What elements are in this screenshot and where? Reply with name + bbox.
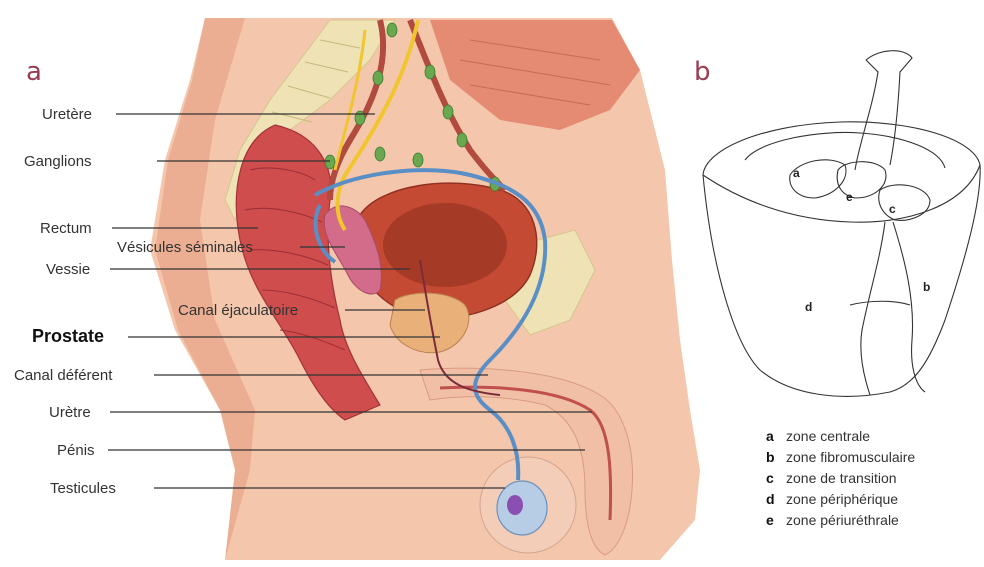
legend-key-e: e	[766, 512, 774, 528]
label-ganglions: Ganglions	[24, 153, 92, 170]
label-rectum: Rectum	[40, 220, 92, 237]
legend-key-a: a	[766, 428, 774, 444]
prostate-zonal-sketch	[703, 51, 980, 397]
legend-item-b: b zone fibromusculaire	[766, 449, 915, 465]
label-canal-ejaculatoire: Canal éjaculatoire	[178, 302, 298, 319]
label-prostate: Prostate	[32, 326, 104, 346]
sketch-divider-3	[850, 301, 910, 305]
label-vessie: Vessie	[46, 261, 90, 278]
legend-item-c: c zone de transition	[766, 470, 897, 486]
label-testicules: Testicules	[50, 480, 116, 497]
sketch-urethral-tube	[866, 51, 912, 165]
bladder-lumen	[383, 203, 507, 287]
legend-key-c: c	[766, 470, 774, 486]
sketch-inner-rim	[745, 132, 945, 168]
sketch-divider-2	[893, 222, 925, 392]
legend-text-e: zone périuréthrale	[786, 512, 899, 528]
zone-letter-e: e	[846, 190, 853, 204]
zone-letter-a: a	[793, 166, 800, 180]
label-canal-deferent: Canal déférent	[14, 367, 113, 384]
epididymis	[507, 495, 523, 515]
panel-b-letter: b	[694, 57, 711, 87]
legend-item-e: e zone périuréthrale	[766, 512, 899, 528]
legend-item-a: a zone centrale	[766, 428, 870, 444]
label-vesicules-seminales: Vésicules séminales	[117, 239, 253, 256]
label-penis: Pénis	[57, 442, 95, 459]
sketch-zone-transition	[879, 185, 930, 221]
sketch-rim	[703, 165, 980, 222]
legend-key-b: b	[766, 449, 775, 465]
legend-key-d: d	[766, 491, 775, 507]
zone-legend: a zone centrale b zone fibromusculaire c…	[766, 428, 915, 528]
sketch-urethral-tube-2	[855, 60, 878, 170]
legend-item-d: d zone périphérique	[766, 491, 898, 507]
sketch-zone-periurethral	[837, 162, 886, 198]
legend-text-a: zone centrale	[786, 428, 870, 444]
zone-letter-c: c	[889, 202, 896, 216]
zone-letter-b: b	[923, 280, 930, 294]
label-uretere: Uretère	[42, 106, 92, 123]
label-uretre: Urètre	[49, 404, 91, 421]
legend-text-b: zone fibromusculaire	[786, 449, 915, 465]
legend-text-d: zone périphérique	[786, 491, 898, 507]
sketch-divider-1	[861, 222, 885, 395]
anatomy-illustration	[150, 18, 700, 560]
zone-letter-d: d	[805, 300, 812, 314]
panel-a-letter: a	[26, 57, 42, 87]
legend-text-c: zone de transition	[786, 470, 897, 486]
